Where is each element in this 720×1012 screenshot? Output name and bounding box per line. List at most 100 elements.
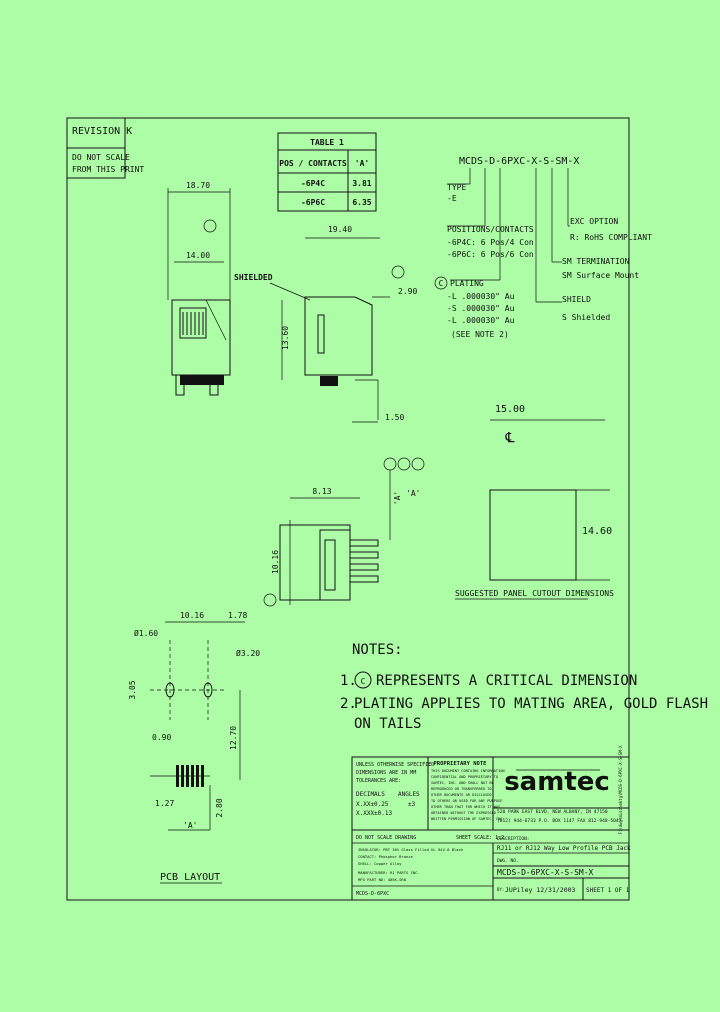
sheet-number: SHEET 1 OF 1 — [586, 887, 630, 894]
table-1-row1-a: 3.81 — [352, 179, 371, 188]
termination-value: SM Surface Mount — [562, 271, 639, 280]
critical-dimension-icon — [203, 219, 217, 233]
dwg-no: MCDS-D-6PXC-X-S-SM-X — [497, 868, 594, 877]
dim-14-60: 14.60 — [582, 526, 612, 537]
note-2-text: PLATING APPLIES TO MATING AREA, GOLD FLA… — [354, 696, 708, 712]
pcb-layout-label: PCB LAYOUT — [160, 872, 220, 883]
critical-dimension-icon — [263, 593, 277, 607]
material-line: CONTACT: Phosphor Bronze — [358, 854, 414, 859]
scale-note-line2: FROM THIS PRINT — [72, 165, 144, 174]
critical-dimension-icon — [397, 457, 411, 471]
proprietary-line: THIS DOCUMENT CONTAINS INFORMATION — [431, 769, 505, 773]
option-label: EXC OPTION — [570, 217, 618, 226]
decimals-label: DECIMALS — [356, 791, 385, 798]
type-value: -E — [447, 194, 457, 203]
critical-dimension-icon — [434, 276, 448, 290]
table-1: TABLE 1 POS / CONTACTS 'A' -6P4C 3.81 -6… — [277, 132, 377, 212]
bottom-view: 8.13 10.16 'A' 'A' — [263, 457, 425, 607]
angles-label: ANGLES — [398, 791, 420, 798]
dim-15-00: 15.00 — [495, 404, 525, 415]
option-value: R: RoHS COMPLIANT — [570, 233, 652, 242]
dim-14-00: 14.00 — [186, 251, 210, 260]
critical-dimension-icon — [411, 457, 425, 471]
plating-line3: -L .000030" Au — [447, 316, 515, 325]
plating-label: PLATING — [450, 279, 484, 288]
proprietary-line: TO OTHERS OR USED FOR ANY PURPOSE — [431, 799, 502, 803]
type-label: TYPE — [447, 183, 466, 192]
positions-line2: -6P6C: 6 Pos/6 Con — [447, 250, 534, 259]
dim-a-label: 'A' — [406, 489, 420, 498]
dim-13-60: 13.60 — [281, 326, 290, 350]
tolerance-angle: ±3 — [408, 801, 416, 808]
termination-label: SM TERMINATION — [562, 257, 630, 266]
shielded-label: SHIELDED — [234, 273, 273, 282]
tolerances-label: TOLERANCES ARE: — [356, 778, 401, 784]
critical-dimension-icon — [383, 457, 397, 471]
finish-line: MANUFACTURER: RJ PARTS INC. — [358, 870, 420, 875]
title-block: UNLESS OTHERWISE SPECIFIED DIMENSIONS AR… — [351, 745, 631, 901]
shield-value: S Shielded — [562, 313, 610, 322]
proprietary-line: OBTAINED WITHOUT THE EXPRESSED — [431, 811, 496, 815]
panel-cutout-label: SUGGESTED PANEL CUTOUT DIMENSIONS — [455, 589, 614, 598]
revision-label: REVISION K — [72, 126, 132, 137]
samtec-logo-text: samtec — [504, 767, 610, 797]
proprietary-line: OTHER THAN THAT FOR WHICH IT WAS — [431, 805, 500, 809]
dim-18-70: 18.70 — [186, 181, 210, 190]
scale-note-line1: DO NOT SCALE — [72, 153, 130, 162]
proprietary-line: WRITTEN PERMISSION OF SAMTEC, INC. — [431, 817, 505, 821]
side-view: 19.40 SHIELDED 13.60 2.90 1.50 — [234, 225, 417, 423]
plating-line1: -L .000030" Au — [447, 292, 515, 301]
critical-dimension-icon — [391, 265, 405, 279]
drawing-border — [66, 117, 630, 901]
material-line: SHELL: Copper Alloy — [358, 861, 402, 866]
critical-dimension-icon-glyph: C — [439, 279, 444, 288]
dim-1-27: 1.27 — [155, 799, 174, 808]
table-1-row1-pos: -6P4C — [301, 179, 325, 188]
dim-10-16: 10.16 — [271, 550, 280, 574]
table-1-header-pos: POS / CONTACTS — [279, 159, 347, 168]
front-view: 18.70 14.00 — [167, 181, 231, 396]
critical-dimension-icon-glyph: C — [361, 677, 366, 686]
critical-dimension-icon — [354, 671, 372, 689]
unless-label: UNLESS OTHERWISE SPECIFIED — [356, 762, 434, 768]
dims-in-label: DIMENSIONS ARE IN MM — [356, 770, 416, 776]
phone: (812) 944-6733 P.O. BOX 1147 FAX 812-948… — [497, 818, 622, 824]
dim-1-50: 1.50 — [385, 413, 404, 422]
dim-10-16-pcb: 10.16 — [180, 611, 204, 620]
dim-2-90: 2.90 — [398, 287, 417, 296]
table-1-row2-pos: -6P6C — [301, 198, 325, 207]
part-code: MCDS-D-6PXC-X-S-SM-X — [459, 156, 579, 167]
notes: NOTES: 1. C REPRESENTS A CRITICAL DIMENS… — [340, 642, 708, 732]
table-1-header-a: 'A' — [355, 159, 369, 168]
proprietary-line: CONFIDENTIAL AND PROPRIETARY TO — [431, 775, 498, 779]
dim-a-pcb: 'A' — [183, 821, 197, 830]
shield-label: SHIELD — [562, 295, 591, 304]
finish-line: MFG PART NO: 405K-SR8 — [358, 877, 407, 882]
sheet-scale: SHEET SCALE: 1:2 — [456, 835, 504, 841]
description-label: DESCRIPTION: — [497, 836, 530, 842]
dim-1-78: 1.78 — [228, 611, 247, 620]
proprietary-text: THIS DOCUMENT CONTAINS INFORMATION CONFI… — [431, 769, 505, 821]
proprietary-line: SAMTEC, INC. AND SHALL NOT BE — [431, 781, 494, 785]
tolerance-x-xxx: X.XXX±0.13 — [356, 810, 393, 817]
centerline-label: ℄ — [505, 430, 515, 446]
dim-3-05: 3.05 — [128, 680, 137, 699]
positions-line1: -6P4C: 6 Pos/4 Con — [447, 238, 534, 247]
file-name: MCDS-D-6PXC — [356, 891, 389, 897]
description: RJ11 or RJ12 Way Low Profile PCB Jack — [497, 845, 631, 852]
note-2-continuation: ON TAILS — [354, 716, 421, 732]
plating-line4: (SEE NOTE 2) — [451, 330, 509, 339]
plating-line2: -S .000030" Au — [447, 304, 515, 313]
dim-a-side: 'A' — [393, 491, 402, 505]
dwg-no-label: DWG. NO. — [497, 858, 519, 864]
proprietary-title: PROPRIETARY NOTE — [434, 761, 487, 767]
dim-dia-1-60: Ø1.60 — [134, 628, 158, 638]
side-note: F:\dwg\misc\mktg\MCDS-D-6PXC-X-S-SM-X — [618, 745, 623, 835]
scale-note-box — [66, 147, 126, 179]
note-2-number: 2. — [340, 696, 357, 712]
samtec-logo: samtec — [504, 767, 610, 797]
address: 520 PARK EAST BLVD, NEW ALBANY, IN 47150 — [497, 809, 608, 815]
dim-19-40: 19.40 — [328, 225, 352, 234]
